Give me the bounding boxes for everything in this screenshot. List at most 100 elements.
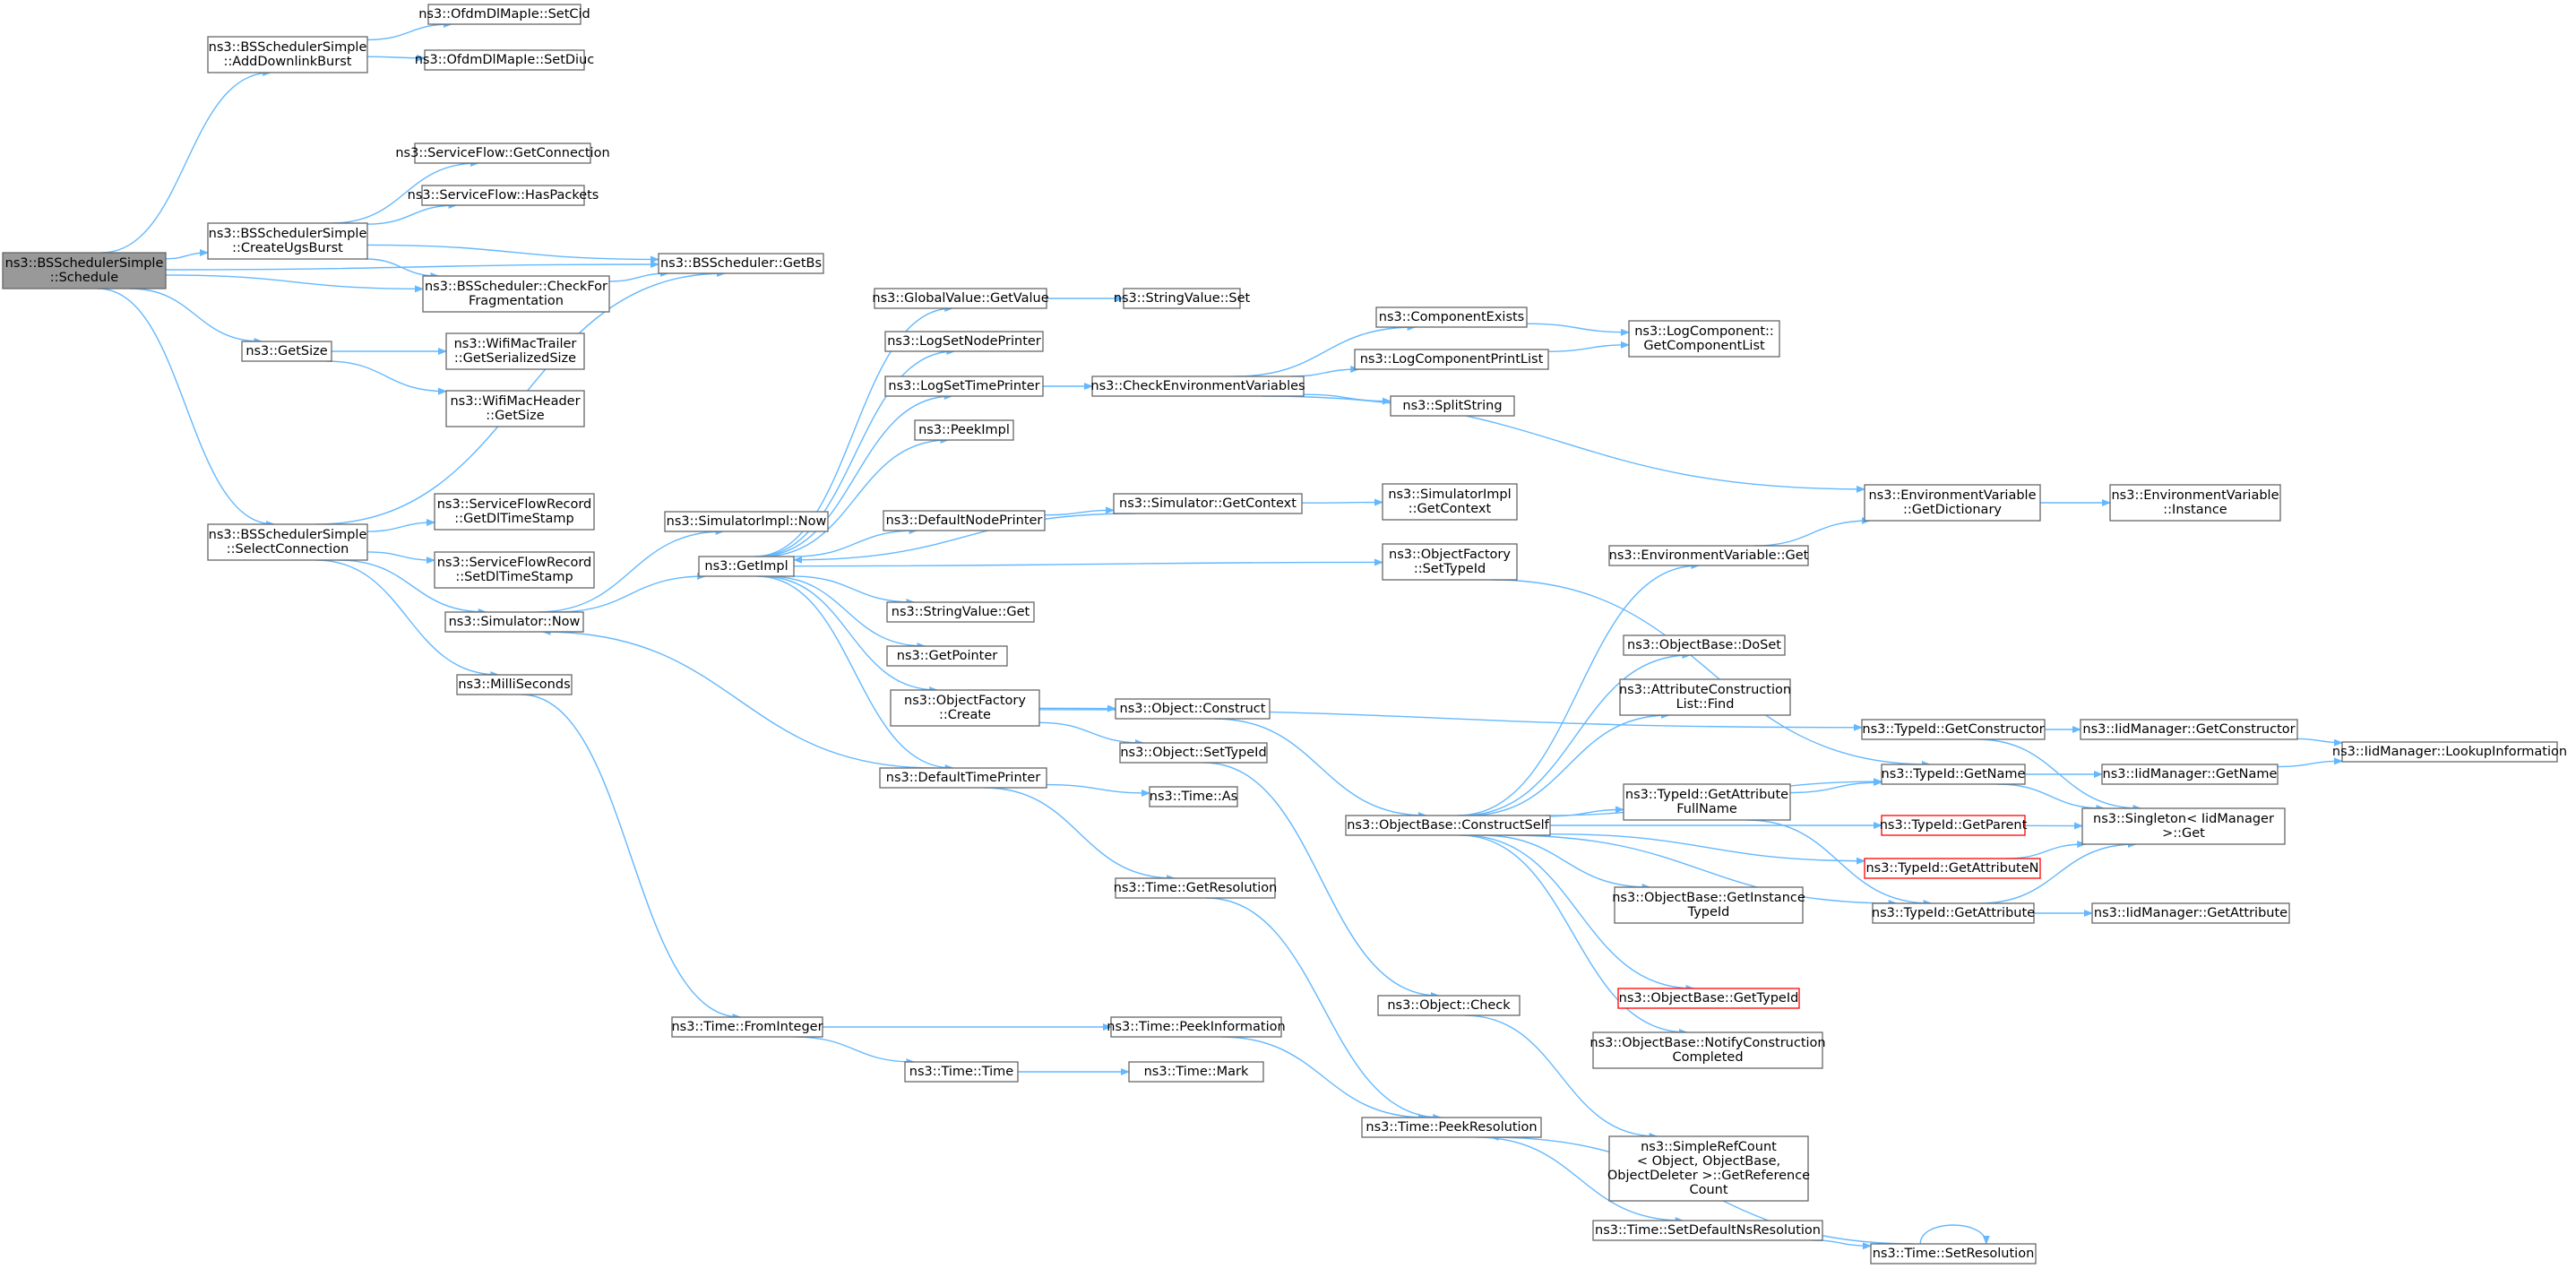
node-simnow[interactable]: ns3::Simulator::Now bbox=[444, 611, 584, 633]
node-millis[interactable]: ns3::MilliSeconds bbox=[456, 674, 573, 695]
node-splitstr[interactable]: ns3::SplitString bbox=[1390, 395, 1515, 417]
node-box[interactable] bbox=[1614, 886, 1804, 924]
node-implnow[interactable]: ns3::SimulatorImpl::Now bbox=[664, 511, 829, 532]
node-box[interactable] bbox=[1377, 995, 1521, 1016]
node-simgetctx[interactable]: ns3::Simulator::GetContext bbox=[1113, 493, 1303, 514]
node-refcount[interactable]: ns3::SimpleRefCount< Object, ObjectBase,… bbox=[1607, 1135, 1810, 1202]
node-box[interactable] bbox=[698, 556, 795, 577]
node-tidgetattrn[interactable]: ns3::TypeId::GetAttributeN bbox=[1864, 858, 2041, 879]
node-box[interactable] bbox=[1870, 1243, 2037, 1264]
node-box[interactable] bbox=[1382, 543, 1518, 581]
node-box[interactable] bbox=[879, 767, 1047, 789]
node-haspkts[interactable]: ns3::ServiceFlow::HasPackets bbox=[408, 185, 599, 206]
node-obconstructself[interactable]: ns3::ObjectBase::ConstructSelf bbox=[1345, 815, 1551, 836]
node-objcheck[interactable]: ns3::Object::Check bbox=[1377, 995, 1521, 1016]
node-box[interactable] bbox=[2091, 902, 2290, 924]
node-box[interactable] bbox=[2080, 719, 2298, 740]
node-setdiuc[interactable]: ns3::OfdmDlMapIe::SetDiuc bbox=[415, 49, 595, 71]
node-box[interactable] bbox=[1872, 902, 2035, 924]
node-tidgetparent[interactable]: ns3::TypeId::GetParent bbox=[1880, 815, 2028, 836]
node-envinst[interactable]: ns3::EnvironmentVariable::Instance bbox=[2109, 484, 2281, 522]
node-iidgetattr[interactable]: ns3::IidManager::GetAttribute bbox=[2091, 902, 2290, 924]
node-box[interactable] bbox=[890, 689, 1040, 727]
node-box[interactable] bbox=[884, 331, 1044, 352]
node-box[interactable] bbox=[1390, 395, 1515, 417]
node-box[interactable] bbox=[1608, 1135, 1809, 1202]
node-box[interactable] bbox=[1864, 858, 2041, 879]
node-header[interactable]: ns3::WifiMacHeader::GetSize bbox=[445, 390, 585, 427]
node-box[interactable] bbox=[904, 1061, 1019, 1083]
node-singleton[interactable]: ns3::Singleton< IidManager >::Get bbox=[2081, 807, 2286, 845]
node-iidgetname[interactable]: ns3::IidManager::GetName bbox=[2101, 764, 2279, 785]
node-box[interactable] bbox=[2081, 807, 2286, 845]
node-gvget[interactable]: ns3::GlobalValue::GetValue bbox=[872, 288, 1049, 309]
node-timegetres[interactable]: ns3::Time::GetResolution bbox=[1114, 877, 1278, 899]
node-box[interactable] bbox=[1382, 483, 1518, 521]
node-setdefns[interactable]: ns3::Time::SetDefaultNsResolution bbox=[1592, 1220, 1823, 1241]
node-objconstruct[interactable]: ns3::Object::Construct bbox=[1115, 698, 1271, 720]
node-timefromint[interactable]: ns3::Time::FromInteger bbox=[671, 1016, 823, 1038]
node-svget[interactable]: ns3::StringValue::Get bbox=[886, 601, 1035, 623]
node-box[interactable] bbox=[664, 511, 829, 532]
node-getsize[interactable]: ns3::GetSize bbox=[241, 341, 332, 362]
node-checkenv[interactable]: ns3::CheckEnvironmentVariables bbox=[1090, 375, 1305, 397]
node-box[interactable] bbox=[1361, 1117, 1542, 1138]
node-trailer[interactable]: ns3::WifiMacTrailer::GetSerializedSize bbox=[445, 332, 585, 370]
node-setcid[interactable]: ns3::OfdmDlMapIe::SetCid bbox=[418, 4, 590, 25]
node-getbs[interactable]: ns3::BSScheduler::GetBs bbox=[658, 253, 824, 274]
node-box[interactable] bbox=[445, 332, 585, 370]
node-timepeekres[interactable]: ns3::Time::PeekResolution bbox=[1361, 1117, 1542, 1138]
node-box[interactable] bbox=[1113, 493, 1303, 514]
node-box[interactable] bbox=[671, 1016, 823, 1038]
node-box[interactable] bbox=[914, 419, 1014, 441]
node-getimpl[interactable]: ns3::GetImpl bbox=[698, 556, 795, 577]
node-compexists[interactable]: ns3::ComponentExists bbox=[1375, 306, 1528, 328]
node-box[interactable] bbox=[207, 523, 368, 561]
node-createugs[interactable]: ns3::BSSchedulerSimple::CreateUgsBurst bbox=[207, 222, 368, 260]
node-box[interactable] bbox=[1091, 375, 1305, 397]
node-getptr[interactable]: ns3::GetPointer bbox=[886, 645, 1008, 667]
node-box[interactable] bbox=[1128, 1061, 1264, 1083]
node-box[interactable] bbox=[241, 341, 332, 362]
node-box[interactable] bbox=[207, 36, 368, 73]
node-box[interactable] bbox=[1864, 484, 2041, 522]
node-box[interactable] bbox=[886, 601, 1035, 623]
node-adddl[interactable]: ns3::BSSchedulerSimple::AddDownlinkBurst bbox=[207, 36, 368, 73]
node-dnp[interactable]: ns3::DefaultNodePrinter bbox=[883, 510, 1046, 531]
node-box[interactable] bbox=[1628, 320, 1780, 358]
node-obgettid[interactable]: ns3::ObjectBase::GetTypeId bbox=[1617, 988, 1800, 1009]
node-gcl[interactable]: ns3::LogComponent::GetComponentList bbox=[1628, 320, 1780, 358]
node-box[interactable] bbox=[1617, 988, 1800, 1009]
node-getconn[interactable]: ns3::ServiceFlow::GetConnection bbox=[395, 142, 610, 164]
node-box[interactable] bbox=[874, 288, 1047, 309]
node-box[interactable] bbox=[1345, 815, 1551, 836]
node-box[interactable] bbox=[444, 611, 584, 633]
node-box[interactable] bbox=[424, 49, 585, 71]
node-box[interactable] bbox=[2, 252, 167, 289]
node-lookup[interactable]: ns3::IidManager::LookupInformation bbox=[2332, 741, 2567, 763]
node-box[interactable] bbox=[883, 510, 1046, 531]
node-box[interactable] bbox=[427, 4, 582, 25]
node-box[interactable] bbox=[1149, 786, 1238, 807]
node-tidgetattr[interactable]: ns3::TypeId::GetAttribute bbox=[1872, 902, 2035, 924]
node-timetime[interactable]: ns3::Time::Time bbox=[904, 1061, 1019, 1083]
node-dtp[interactable]: ns3::DefaultTimePrinter bbox=[879, 767, 1047, 789]
node-box[interactable] bbox=[1110, 1016, 1282, 1038]
node-box[interactable] bbox=[658, 253, 824, 274]
node-box[interactable] bbox=[1623, 783, 1791, 821]
node-timeas[interactable]: ns3::Time::As bbox=[1149, 786, 1238, 807]
node-box[interactable] bbox=[1619, 678, 1791, 716]
node-box[interactable] bbox=[1123, 288, 1241, 309]
node-svset[interactable]: ns3::StringValue::Set bbox=[1114, 288, 1251, 309]
node-box[interactable] bbox=[2341, 741, 2558, 763]
node-timemark[interactable]: ns3::Time::Mark bbox=[1128, 1061, 1264, 1083]
node-iidgetctor[interactable]: ns3::IidManager::GetConstructor bbox=[2080, 719, 2298, 740]
node-peekimpl[interactable]: ns3::PeekImpl bbox=[914, 419, 1014, 441]
node-box[interactable] bbox=[207, 222, 368, 260]
node-objsettid[interactable]: ns3::Object::SetTypeId bbox=[1119, 742, 1268, 764]
node-box[interactable] bbox=[1354, 349, 1549, 370]
node-box[interactable] bbox=[434, 551, 595, 589]
node-box[interactable] bbox=[1623, 634, 1786, 656]
